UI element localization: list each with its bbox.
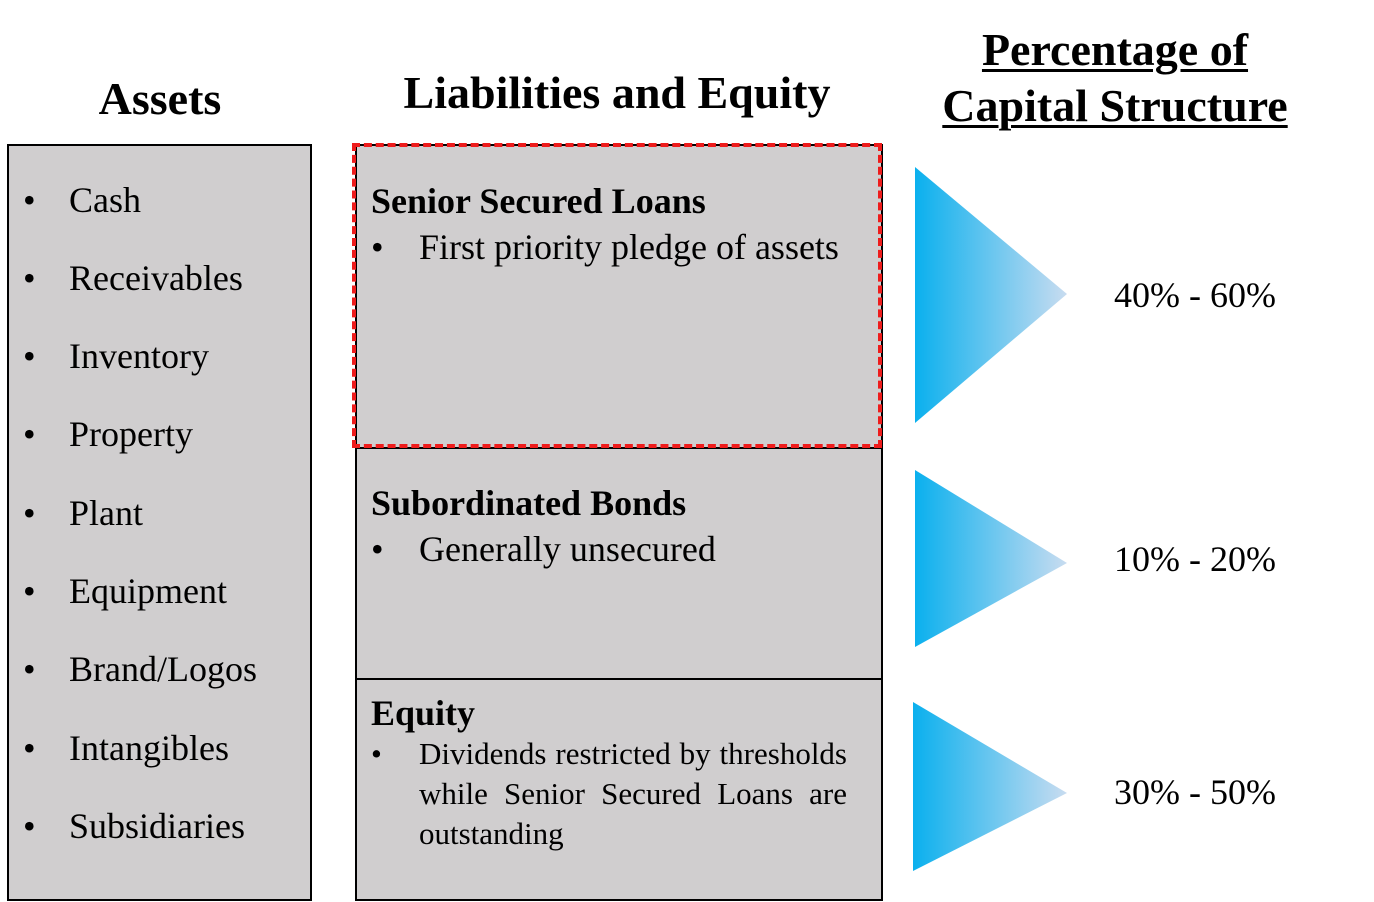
senior-secured-text: First priority pledge of assets: [419, 227, 839, 267]
percentage-subordinated: 10% - 20%: [1114, 539, 1276, 579]
percentage-equity: 30% - 50%: [1114, 772, 1276, 812]
bullet: •: [23, 806, 36, 846]
bullet: •: [371, 529, 384, 569]
bullet: •: [23, 258, 36, 298]
bullet: •: [371, 736, 382, 771]
asset-label: Brand/Logos: [69, 649, 257, 689]
bullet: •: [23, 571, 36, 611]
assets-box: •Cash •Receivables •Inventory •Property …: [7, 144, 312, 901]
asset-label: Property: [69, 414, 193, 454]
arrow-equity-icon: [913, 702, 1067, 871]
section-divider: [357, 678, 881, 680]
bullet: •: [23, 649, 36, 689]
equity-text: Dividends restricted by thresholds while…: [419, 736, 847, 851]
arrow-subordinated-icon: [915, 470, 1067, 647]
senior-secured-highlight: [352, 143, 882, 448]
asset-label: Plant: [69, 493, 144, 533]
section-divider: [357, 447, 881, 449]
subordinated-bonds-text: Generally unsecured: [419, 529, 716, 569]
bullet: •: [23, 180, 36, 220]
asset-label: Subsidiaries: [69, 806, 245, 846]
asset-label: Cash: [69, 180, 141, 220]
asset-label: Equipment: [69, 571, 227, 611]
asset-label: Intangibles: [69, 728, 229, 768]
asset-label: Inventory: [69, 336, 209, 376]
bullet: •: [23, 414, 36, 454]
assets-heading: Assets: [98, 73, 222, 124]
liabilities-equity-box: Senior Secured Loans • First priority pl…: [355, 144, 883, 901]
percentage-heading: Percentage of Capital Structure: [900, 22, 1330, 134]
asset-label: Receivables: [69, 258, 243, 298]
bullet: •: [23, 728, 36, 768]
percentage-senior: 40% - 60%: [1114, 275, 1276, 315]
liabilities-equity-heading: Liabilities and Equity: [403, 67, 831, 118]
bullet: •: [23, 336, 36, 376]
senior-secured-title: Senior Secured Loans: [371, 181, 706, 221]
percentage-heading-line2: Capital Structure: [942, 80, 1288, 131]
arrow-senior-icon: [915, 167, 1067, 423]
bullet: •: [23, 493, 36, 533]
equity-title: Equity: [371, 693, 476, 733]
percentage-heading-line1: Percentage of: [981, 24, 1249, 75]
bullet: •: [371, 227, 384, 267]
subordinated-bonds-title: Subordinated Bonds: [371, 483, 687, 523]
